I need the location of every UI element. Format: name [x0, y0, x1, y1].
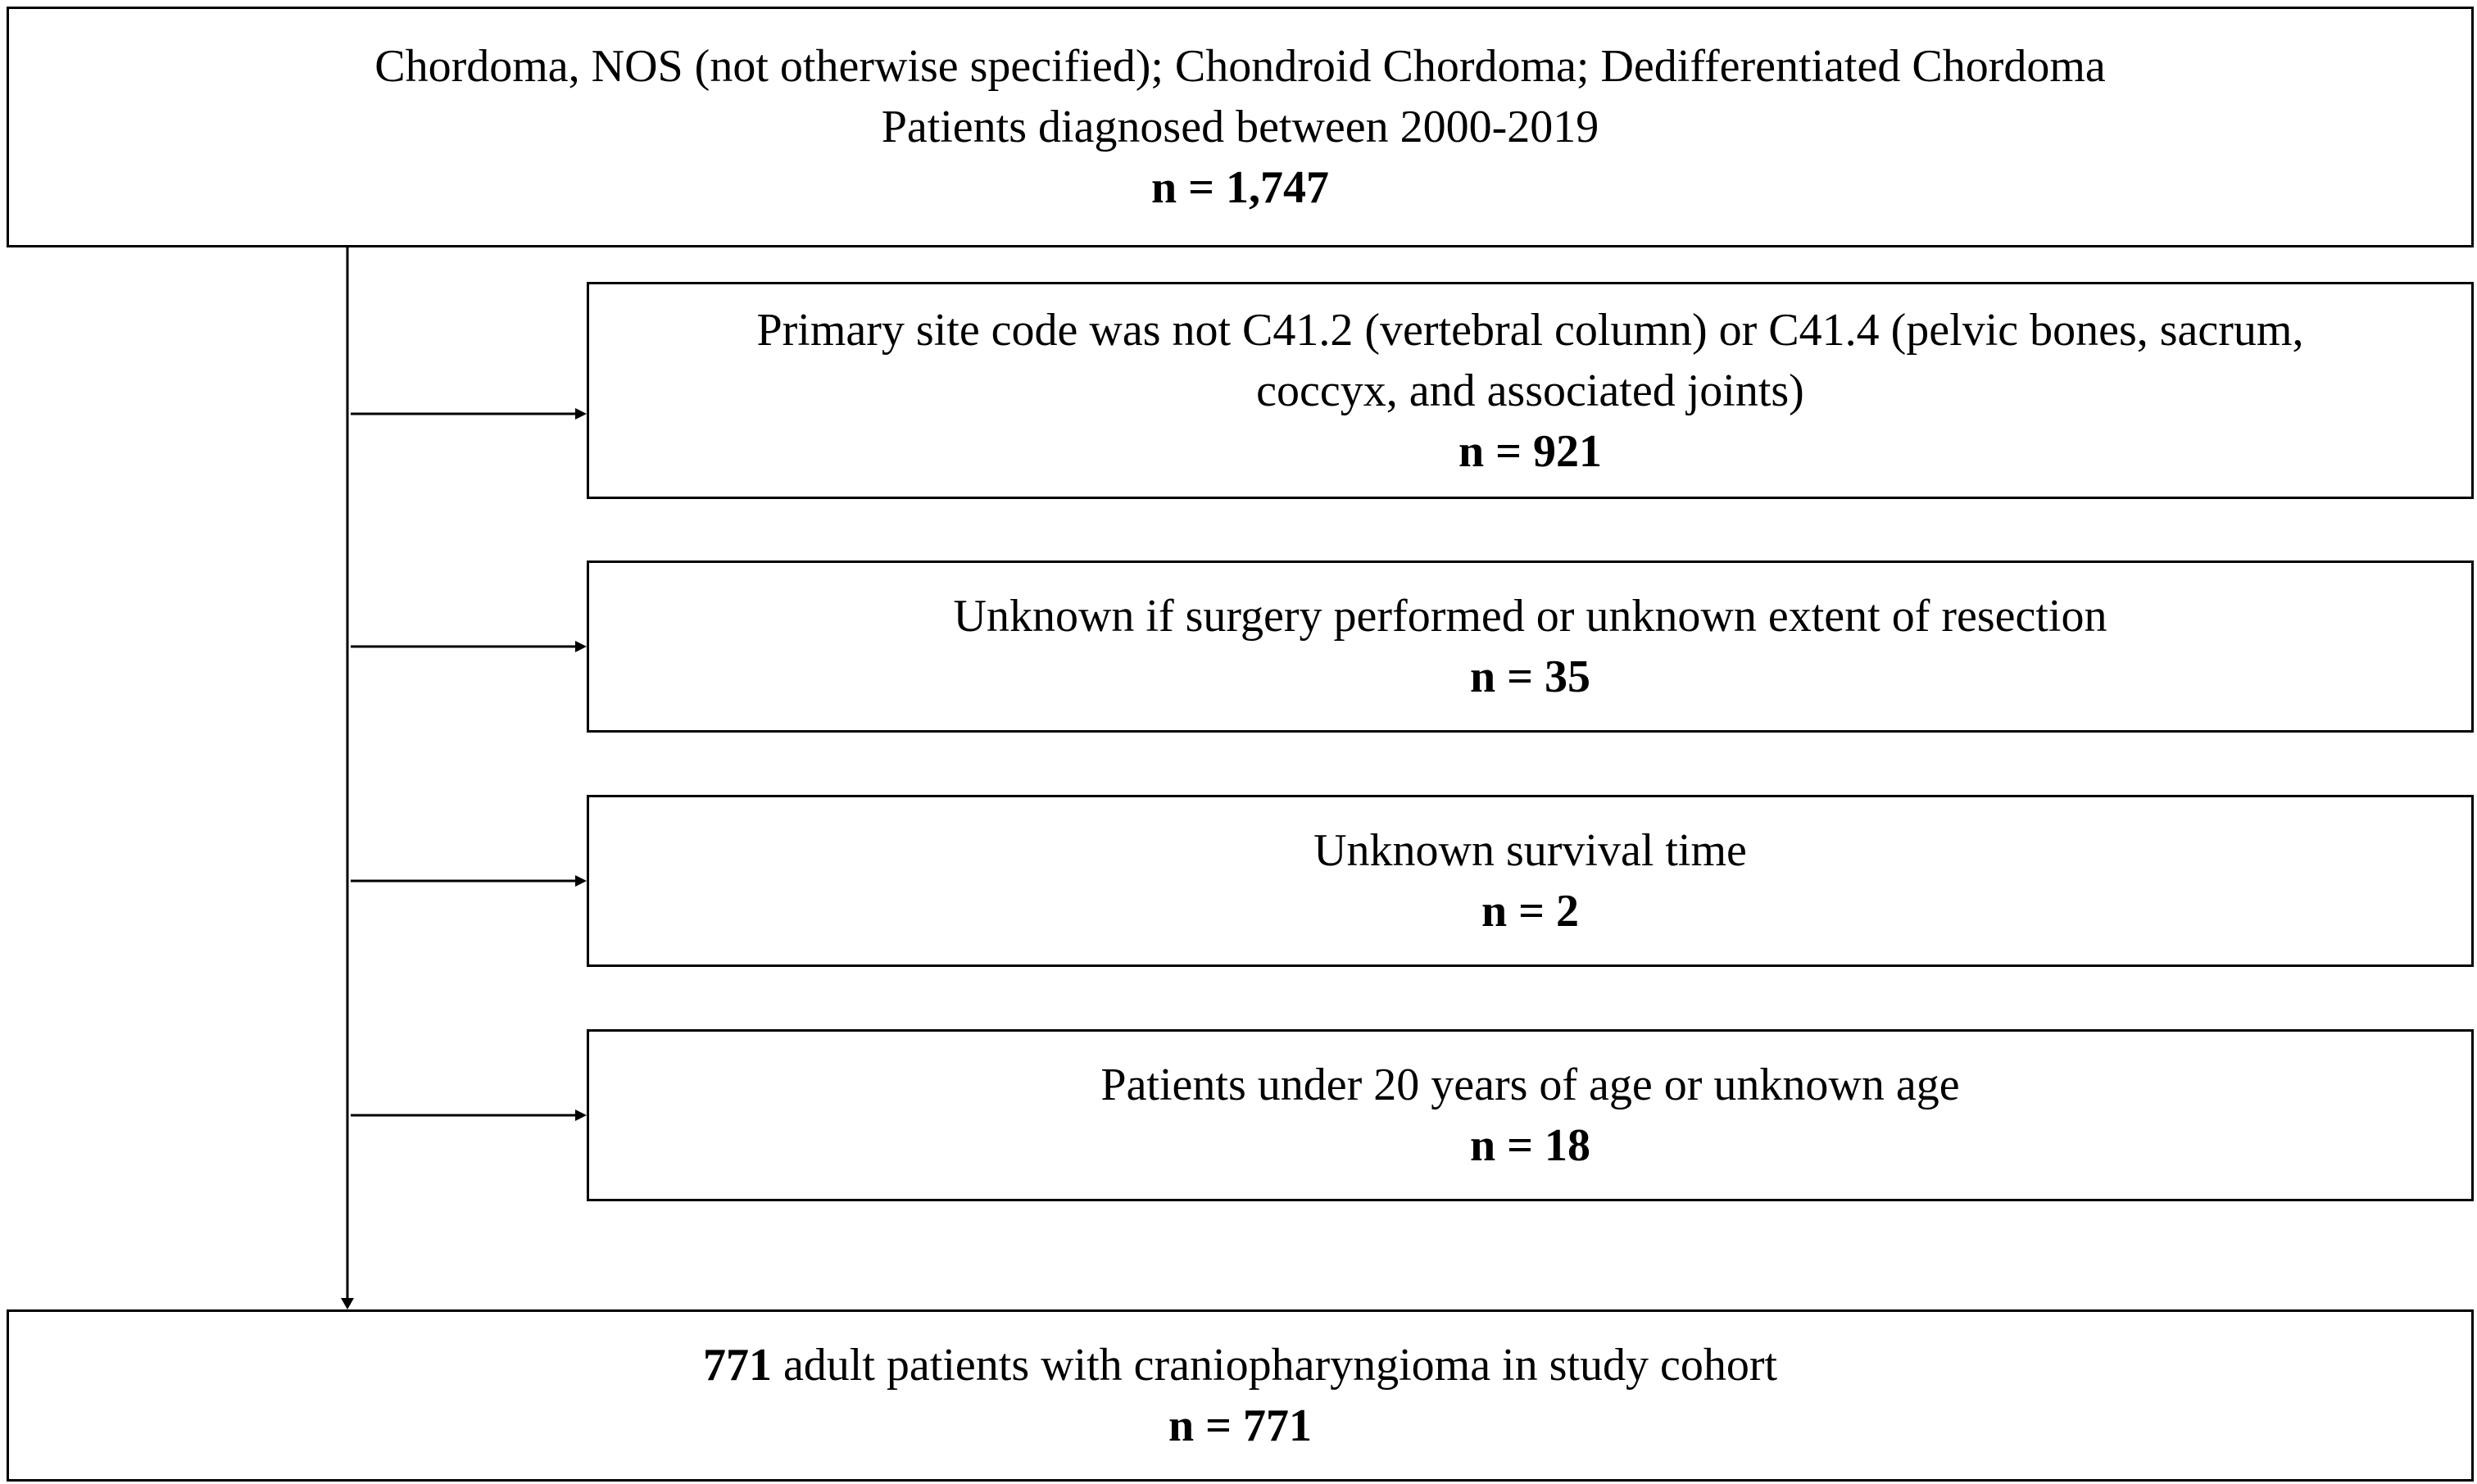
initial-count: n = 1,747: [1150, 162, 1330, 213]
final-count: n = 771: [1168, 1400, 1313, 1451]
diagnosis-criteria-text: Chordoma, NOS (not otherwise specified);…: [374, 41, 2106, 92]
exclusion-1-text-line2: coccyx, and associated joints): [1256, 365, 1804, 416]
diagnosis-period-text: Patients diagnosed between 2000-2019: [881, 102, 1599, 152]
exclusion-2-count: n = 35: [1469, 651, 1591, 702]
final-cohort-box: 771 adult patients with craniopharyngiom…: [7, 1309, 2474, 1482]
branch-arrowhead-3: [575, 875, 587, 887]
branch-arrowhead-2: [575, 641, 587, 652]
exclusion-4-count: n = 18: [1469, 1120, 1591, 1171]
branch-arrowhead-1: [575, 408, 587, 420]
exclusion-box-surgery: Unknown if surgery performed or unknown …: [587, 560, 2474, 733]
final-cohort-number: 771: [702, 1340, 772, 1391]
initial-cohort-box: Chordoma, NOS (not otherwise specified);…: [7, 7, 2474, 247]
final-cohort-description: 771 adult patients with craniopharyngiom…: [703, 1335, 1777, 1396]
exclusion-3-count: n = 2: [1481, 886, 1580, 937]
exclusion-box-age: Patients under 20 years of age or unknow…: [587, 1029, 2474, 1201]
exclusion-4-text: Patients under 20 years of age or unknow…: [1100, 1060, 1960, 1110]
final-cohort-text: adult patients with craniopharyngioma in…: [771, 1340, 1778, 1391]
exclusion-2-text: Unknown if surgery performed or unknown …: [953, 591, 2107, 642]
exclusion-box-site-code: Primary site code was not C41.2 (vertebr…: [587, 282, 2474, 499]
main-arrowhead: [341, 1298, 354, 1309]
exclusion-1-count: n = 921: [1458, 425, 1603, 477]
exclusion-1-text-line1: Primary site code was not C41.2 (vertebr…: [756, 304, 2304, 356]
exclusion-box-survival: Unknown survival time n = 2: [587, 795, 2474, 967]
branch-arrowhead-4: [575, 1110, 587, 1121]
exclusion-3-text: Unknown survival time: [1313, 825, 1747, 876]
